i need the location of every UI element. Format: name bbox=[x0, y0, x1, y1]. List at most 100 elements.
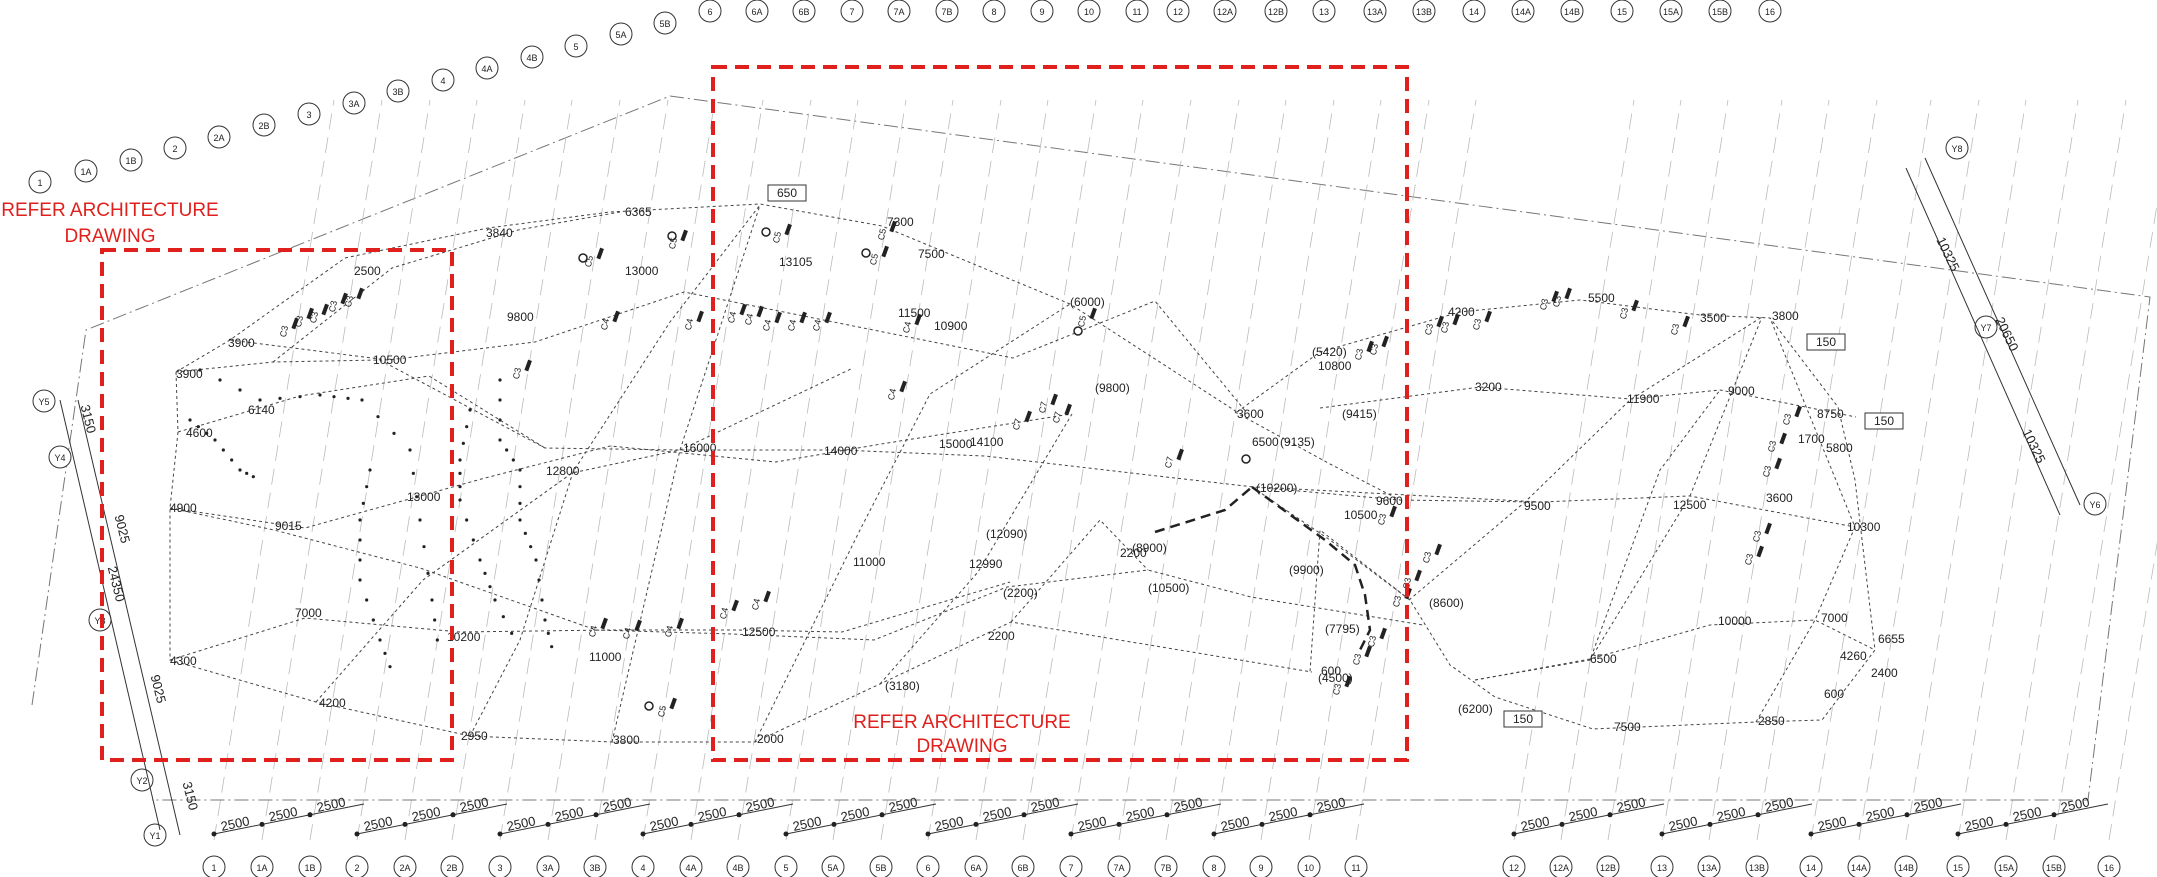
grid-bubble-bottom: 1 bbox=[202, 855, 226, 877]
rebar-dot bbox=[258, 398, 262, 402]
bottom-dimension: 2500 bbox=[1315, 794, 1346, 815]
level-annotation: 7000 bbox=[295, 606, 322, 620]
column-mark bbox=[680, 229, 688, 242]
rebar-dot bbox=[205, 431, 209, 435]
rebar-dot bbox=[550, 645, 554, 649]
rebar-dot bbox=[318, 393, 322, 397]
rebar-dot bbox=[537, 578, 541, 582]
level-annotation: 2850 bbox=[1758, 714, 1785, 728]
grid-bubble-left: Y1 bbox=[143, 823, 167, 847]
rebar-dots bbox=[188, 368, 554, 669]
callout-center-line1: REFER ARCHITECTURE bbox=[853, 712, 1070, 733]
bottom-dimension: 2500 bbox=[1029, 794, 1060, 815]
grid-bubble-label: 9 bbox=[1039, 7, 1044, 17]
boxed-label-text: 150 bbox=[1513, 712, 1533, 726]
grid-bubble-bottom: 6A bbox=[964, 855, 988, 877]
level-annotation: 9000 bbox=[1728, 384, 1755, 398]
grid-bubble-label: Y7 bbox=[1980, 323, 1991, 333]
level-annotation: 6140 bbox=[248, 403, 275, 417]
grid-bubble-label: 15A bbox=[1998, 863, 2014, 873]
grid-bubble-top: 6B bbox=[792, 0, 816, 23]
level-annotation: 2200 bbox=[988, 629, 1015, 643]
rebar-dot bbox=[518, 501, 522, 505]
column-tag: C4 bbox=[743, 313, 755, 326]
boxed-label-text: 650 bbox=[777, 186, 797, 200]
grid-bubble-bottom: 2A bbox=[393, 855, 417, 877]
column-tag: C3 bbox=[511, 367, 523, 380]
left-dimension: 3150 bbox=[78, 403, 100, 435]
rebar-dot bbox=[196, 425, 200, 429]
rebar-dot bbox=[332, 395, 336, 399]
bottom-dimension: 2500 bbox=[791, 813, 822, 834]
level-annotation: 13000 bbox=[407, 490, 441, 504]
level-annotation: (7795) bbox=[1325, 622, 1360, 636]
level-annotation: 11000 bbox=[853, 555, 886, 569]
column-mark bbox=[1452, 313, 1460, 326]
grid-bubble-label: 15 bbox=[1617, 7, 1627, 17]
grid-bubble-label: 6B bbox=[798, 7, 809, 17]
level-annotation: (8600) bbox=[1429, 596, 1464, 610]
marker-circle bbox=[1241, 454, 1251, 464]
bottom-dimension: 2500 bbox=[315, 794, 346, 815]
grid-bubble-label: 3 bbox=[497, 863, 502, 873]
rebar-dot bbox=[213, 438, 217, 442]
rebar-dot bbox=[488, 585, 492, 589]
rebar-dot bbox=[376, 415, 380, 419]
level-annotation: (9415) bbox=[1342, 407, 1377, 421]
column-tag: C4 bbox=[663, 625, 675, 638]
grid-bubble-bottom: 14B bbox=[1894, 855, 1918, 877]
column-mark bbox=[739, 303, 747, 316]
level-annotation: 9015 bbox=[275, 519, 302, 533]
grid-bubble-label: 14A bbox=[1515, 7, 1531, 17]
grid-bubble-label: 6 bbox=[925, 863, 930, 873]
grid-bubble-label: 1B bbox=[125, 156, 136, 166]
level-annotation: 3900 bbox=[176, 367, 203, 381]
column-tag: C7 bbox=[1037, 401, 1049, 414]
column-mark bbox=[612, 310, 620, 323]
column-tag: C3 bbox=[1366, 635, 1378, 648]
column-tag: C4 bbox=[811, 319, 823, 332]
grid-bubble-label: Y8 bbox=[1951, 144, 1962, 154]
grid-bubble-label: 2A bbox=[399, 863, 410, 873]
level-annotation: 12500 bbox=[742, 625, 776, 639]
rebar-dot bbox=[346, 396, 350, 400]
column-mark bbox=[1379, 627, 1387, 640]
grid-bubble-top: 14B bbox=[1560, 0, 1584, 23]
grid-bubble-label: 7 bbox=[849, 7, 854, 17]
grid-bubble-top: 2 bbox=[163, 136, 187, 160]
column-tag: C3 bbox=[1766, 440, 1778, 453]
column-mark bbox=[634, 619, 642, 632]
grid-bubble-bottom: 3A bbox=[536, 855, 560, 877]
grid-bubble-label: 4B bbox=[526, 53, 537, 63]
grid-bubble-top: 6A bbox=[745, 0, 769, 23]
grid-bubble-right: Y6 bbox=[2083, 492, 2107, 516]
marker-circle bbox=[761, 227, 771, 237]
bottom-dimension: 2500 bbox=[1615, 794, 1646, 815]
bottom-dimension: 2500 bbox=[1763, 794, 1794, 815]
grid-lines bbox=[213, 99, 2157, 841]
grid-bubble-label: 12 bbox=[1173, 7, 1183, 17]
bottom-dimension: 2500 bbox=[648, 813, 679, 834]
bottom-dimension: 2500 bbox=[410, 804, 441, 825]
grid-bubble-label: 11 bbox=[1351, 863, 1360, 873]
grid-bubble-bottom: 6 bbox=[916, 855, 940, 877]
grid-bubble-label: 15A bbox=[1663, 7, 1679, 17]
rebar-dot bbox=[543, 618, 547, 622]
rebar-dot bbox=[433, 618, 437, 622]
grid-bubble-label: 3A bbox=[348, 99, 359, 109]
beam-frame bbox=[169, 203, 1876, 743]
level-annotation: 10500 bbox=[373, 353, 407, 367]
grid-bubble-top: 4B bbox=[520, 45, 544, 69]
level-annotation: 11000 bbox=[589, 650, 622, 664]
grid-bubble-label: 1A bbox=[256, 863, 267, 873]
column-marks bbox=[291, 220, 1802, 711]
column-tag: C3 bbox=[1761, 465, 1773, 478]
rebar-dot bbox=[505, 448, 509, 452]
rebar-dot bbox=[430, 598, 434, 602]
grid-bubble-top: 1A bbox=[74, 159, 98, 183]
grid-bubble-label: 5B bbox=[875, 863, 886, 873]
column-tag: C3 bbox=[327, 300, 339, 313]
column-tag: C3 bbox=[1538, 298, 1550, 311]
rebar-dot bbox=[426, 571, 430, 575]
bottom-dimension: 2500 bbox=[1567, 804, 1598, 825]
